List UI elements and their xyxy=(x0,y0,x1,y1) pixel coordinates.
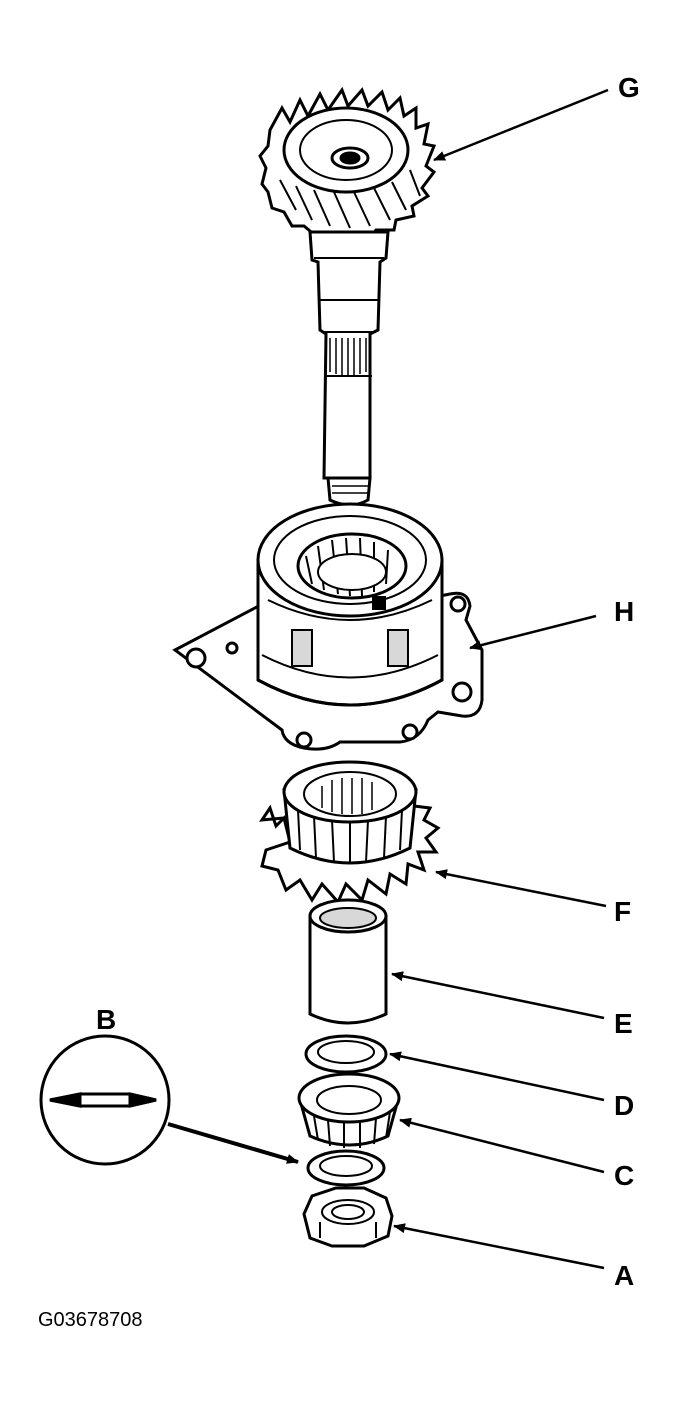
lock-washer-part xyxy=(306,1149,386,1187)
callout-e: E xyxy=(614,1008,633,1039)
bearing-housing-part xyxy=(172,502,484,751)
callout-c: C xyxy=(614,1160,635,1191)
leader-a xyxy=(393,1223,605,1270)
callout-leaders xyxy=(167,88,609,1270)
leader-e xyxy=(391,971,605,1020)
callout-g: G xyxy=(618,72,640,103)
leader-h xyxy=(469,614,597,651)
shaft-gear-part xyxy=(258,86,437,507)
leader-c xyxy=(399,1117,605,1174)
callout-b: B xyxy=(96,1004,117,1035)
leader-f xyxy=(435,869,607,908)
spacer-tube-part xyxy=(308,898,388,1025)
figure-id-label: G03678708 xyxy=(38,1309,143,1331)
leader-g xyxy=(433,88,609,162)
detail-b-inset xyxy=(39,1034,171,1166)
callout-a: A xyxy=(614,1260,635,1291)
leader-b xyxy=(167,1122,299,1164)
bevel-gear-part xyxy=(259,760,441,905)
washer-part xyxy=(304,1034,388,1074)
hex-nut-part xyxy=(302,1186,394,1248)
leader-d xyxy=(389,1051,605,1102)
callout-h: H xyxy=(614,596,635,627)
callout-d: D xyxy=(614,1090,635,1121)
callout-f: F xyxy=(614,896,632,927)
roller-bearing-part xyxy=(297,1072,401,1148)
